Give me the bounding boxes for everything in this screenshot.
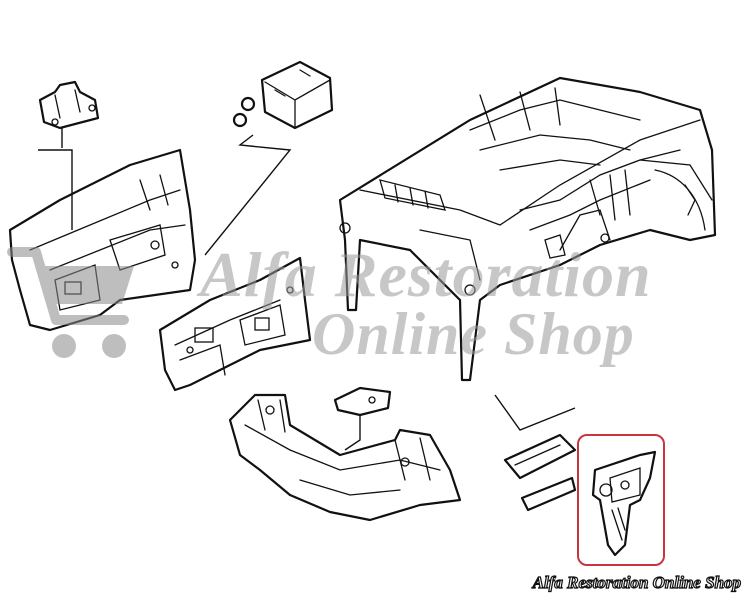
front-crossmember (228, 393, 462, 522)
body-shell (338, 76, 717, 382)
module-box (204, 60, 334, 256)
rail-bracket (494, 394, 577, 512)
highlight-box (577, 434, 665, 566)
right-inner-fender (158, 256, 312, 392)
watermark-line2: Online Shop (312, 301, 635, 367)
highlighted-mount-bracket (591, 450, 657, 557)
center-bracket (333, 386, 392, 451)
watermark-line1: Alfa Restoration (200, 239, 652, 310)
shopping-cart-icon (7, 247, 134, 358)
footer-caption: Alfa Restoration Online Shop (532, 572, 742, 592)
top-left-bracket (38, 80, 100, 230)
